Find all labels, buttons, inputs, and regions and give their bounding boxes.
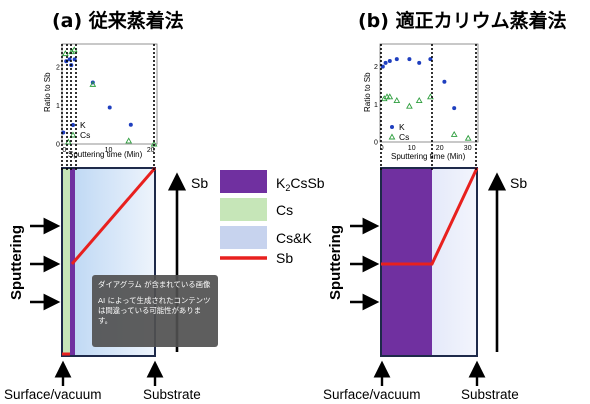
panel-a-ytick-1: 1: [56, 103, 60, 110]
panel-a-cs-point: [125, 137, 133, 144]
panel-b-cs-point: [464, 134, 472, 141]
legend-cs-swatch: [220, 198, 267, 221]
panel-a-sputtering-label: Sputtering: [8, 225, 25, 300]
panel-b-k2cssb-layer: [381, 168, 432, 356]
panel-a-plot-frame: [61, 43, 158, 145]
panel-a-chart: Ratio to Sb Sputtering time (Min) 0 10 20 0…: [43, 43, 158, 159]
legend-k2cssb-label: K2CsSb: [276, 175, 325, 193]
legend: K2CsSb Cs Cs&K Sb: [220, 170, 325, 266]
panel-b-sb-profile: [381, 167, 479, 266]
panel-a-frame: [61, 167, 156, 357]
panel-a-ytick-2: 2: [56, 65, 60, 72]
legend-csk-swatch: [220, 226, 267, 249]
panel-b-title: (b) 適正カリウム蒸着法: [358, 9, 567, 32]
panel-b-k-point: [417, 60, 422, 65]
panel-b-k-point: [452, 106, 457, 111]
panel-a-k-point: [107, 105, 112, 110]
panel-b-legend-marker-k: [390, 125, 394, 129]
panel-b-ytick-1: 1: [374, 102, 378, 109]
panel-b-legend-marker-cs: [388, 133, 396, 140]
panel-a-sb-label: Sb: [191, 175, 208, 191]
alt-text-tooltip: ダイアグラム が含まれている画像 AI によって生成されたコンテンツは間違ってい…: [92, 275, 218, 347]
panel-b-sb-label: Sb: [510, 175, 527, 191]
panel-b-cs-point: [386, 93, 394, 100]
panel-b-cs-point: [393, 97, 401, 103]
panel-b-sputtering-arrows: [350, 217, 380, 311]
panel-b-surface-label: Surface/vacuum: [323, 387, 421, 402]
panel-a-legend-marker-k: [71, 123, 75, 127]
panel-a-title: (a) 従来蒸着法: [52, 9, 184, 32]
panel-a-cs-point: [89, 80, 97, 87]
panel-b-sputtering-label: Sputtering: [327, 225, 344, 300]
panel-b-k-point: [407, 57, 412, 62]
panel-a-xtick-2: 20: [147, 147, 155, 154]
panel-a-legend-marker-cs: [69, 131, 77, 138]
panel-b-substrate-label: Substrate: [461, 387, 519, 402]
tooltip-line-1: ダイアグラム が含まれている画像: [98, 280, 211, 289]
panel-b-chart-legend-k: K: [399, 122, 405, 132]
panel-b-chart: Ratio to Sb Sputtering time (Min) 0 10 20 3…: [363, 43, 479, 161]
panel-b-k-point: [387, 58, 392, 63]
panel-b-layer-diagram: [380, 167, 479, 357]
panel-a-xlabel: Sputtering time (Min): [68, 150, 143, 159]
panel-b-xtick-3: 30: [464, 145, 472, 152]
panel-a-sputtering-arrows: [30, 217, 61, 311]
panel-a-xtick-0: 0: [62, 147, 66, 154]
panel-a-substrate-label: Substrate: [143, 387, 201, 402]
panel-b-xtick-1: 10: [408, 145, 416, 152]
panel-b-chart-legend-cs: Cs: [399, 132, 409, 142]
panel-a-surface-label: Surface/vacuum: [4, 387, 102, 402]
panel-b-cs-point: [450, 130, 458, 137]
panel-b-guide-lines: [380, 44, 477, 170]
panel-a-sb-profile: [70, 167, 157, 265]
panel-a-xtick-1: 10: [105, 147, 113, 154]
panel-a-cs-layer: [62, 168, 70, 356]
legend-sb-label: Sb: [276, 250, 293, 266]
legend-csk-label: Cs&K: [276, 230, 312, 246]
panel-b-frame: [380, 167, 478, 357]
panel-b-k-point: [442, 79, 447, 84]
panel-b-ytick-0: 0: [374, 140, 378, 147]
panel-b-k-point: [383, 60, 388, 65]
panel-b-cs-point: [415, 97, 423, 103]
panel-a-chart-legend-cs: Cs: [80, 130, 90, 140]
panel-b-xtick-2: 20: [436, 145, 444, 152]
legend-cs-label: Cs: [276, 202, 293, 218]
panel-b-cs-point: [406, 102, 413, 109]
tooltip-line-2: AI によって生成されたコンテンツは間違っている可能性があります。: [98, 296, 211, 325]
panel-a-chart-legend-k: K: [80, 120, 86, 130]
panel-a-ytick-0: 0: [56, 142, 60, 149]
panel-b-k-point: [394, 57, 399, 62]
panel-b-ytick-2: 2: [374, 64, 378, 71]
panel-b-ylabel: Ratio to Sb: [363, 72, 372, 112]
panel-b-xlabel: Sputtering time (Min): [391, 152, 466, 161]
legend-k2cssb-swatch: [220, 170, 267, 193]
panel-a-ylabel: Ratio to Sb: [43, 72, 52, 112]
panel-a-guide-lines: [61, 44, 155, 170]
panel-a-k-point: [128, 122, 133, 127]
